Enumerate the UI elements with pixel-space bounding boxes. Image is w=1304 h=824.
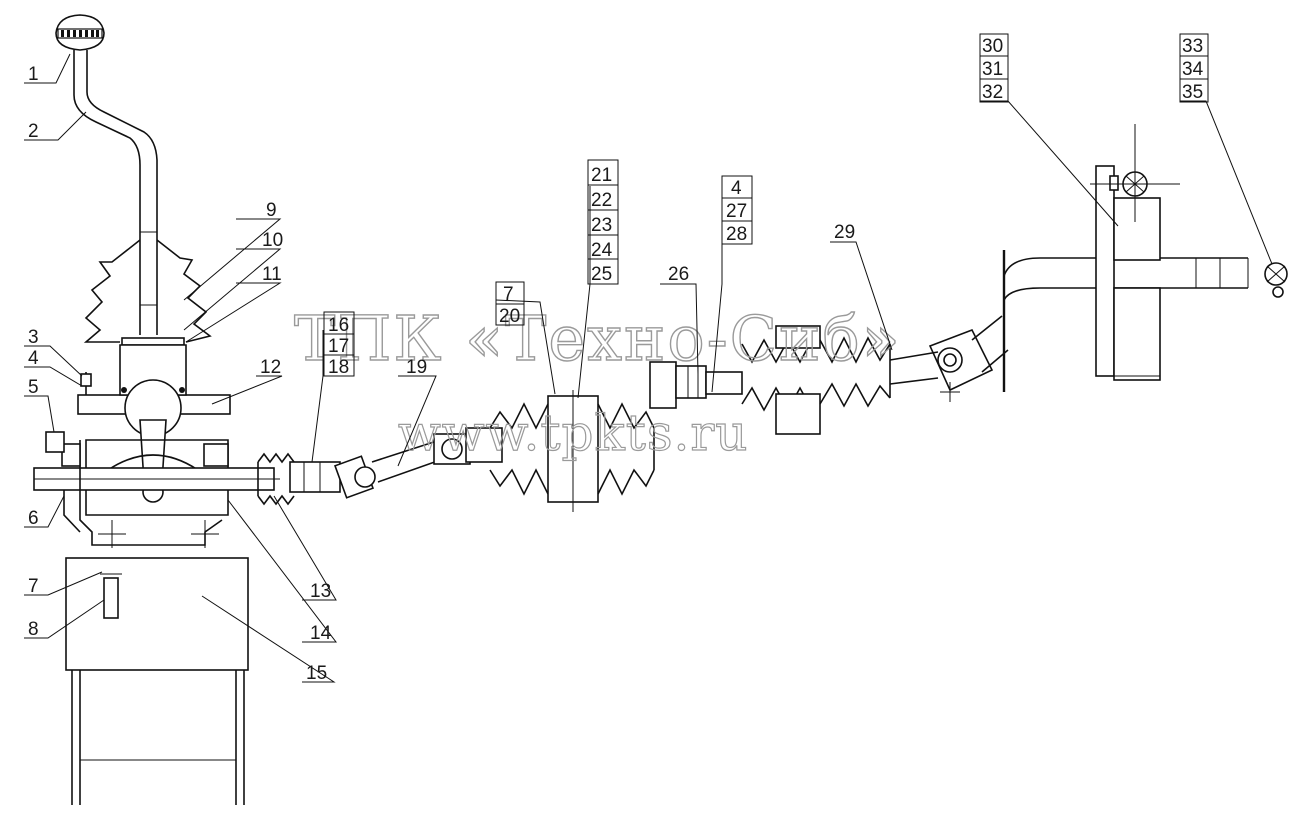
callout-21: 21 bbox=[591, 165, 612, 186]
rubber-boot bbox=[83, 239, 212, 346]
shift-knob bbox=[55, 14, 105, 51]
output-shaft bbox=[1003, 257, 1249, 301]
shift-shaft-housing bbox=[33, 431, 280, 548]
callout-16: 16 bbox=[328, 315, 349, 336]
right-bellows bbox=[741, 325, 939, 435]
right-bracket bbox=[1090, 124, 1180, 381]
callout-24: 24 bbox=[591, 240, 613, 261]
callout-7b: 7 bbox=[503, 284, 514, 305]
shift-lever bbox=[73, 50, 158, 335]
callout-26: 26 bbox=[668, 264, 689, 285]
callout-7: 7 bbox=[28, 576, 39, 597]
middle-bellows bbox=[489, 390, 655, 512]
callout-18: 18 bbox=[328, 357, 349, 378]
right-universal-joint bbox=[928, 315, 1009, 402]
lever-housing bbox=[77, 344, 231, 503]
callout-9: 9 bbox=[266, 200, 277, 221]
callout-5: 5 bbox=[28, 377, 39, 398]
callout-4b: 4 bbox=[731, 178, 742, 199]
callout-30: 30 bbox=[982, 36, 1003, 57]
watermark-url: www.tpkts.ru bbox=[398, 404, 749, 462]
shaft-bellows bbox=[257, 452, 341, 506]
callout-22: 22 bbox=[591, 190, 612, 211]
coupling bbox=[649, 361, 743, 409]
callout-frames bbox=[323, 33, 1209, 377]
callout-23: 23 bbox=[591, 215, 612, 236]
callout-8: 8 bbox=[28, 619, 39, 640]
callout-29: 29 bbox=[834, 222, 855, 243]
callout-17: 17 bbox=[328, 336, 349, 357]
callout-12: 12 bbox=[260, 357, 281, 378]
callout-28: 28 bbox=[726, 224, 747, 245]
callout-27: 27 bbox=[726, 201, 747, 222]
callout-14: 14 bbox=[310, 623, 332, 644]
callout-13: 13 bbox=[310, 581, 331, 602]
mounting-stand bbox=[65, 557, 249, 805]
callout-31: 31 bbox=[982, 59, 1003, 80]
callout-19: 19 bbox=[406, 357, 427, 378]
callout-35: 35 bbox=[1182, 82, 1203, 103]
callout-20: 20 bbox=[499, 306, 520, 327]
watermark-company: ТПК «Техно-Сиб» bbox=[294, 302, 902, 375]
callout-1: 1 bbox=[28, 64, 39, 85]
callout-6: 6 bbox=[28, 508, 39, 529]
cardan-shaft bbox=[334, 427, 503, 499]
callout-33: 33 bbox=[1182, 36, 1203, 57]
locking-nut bbox=[1264, 262, 1288, 298]
callout-10: 10 bbox=[262, 230, 283, 251]
callout-3: 3 bbox=[28, 327, 39, 348]
callout-2: 2 bbox=[28, 121, 39, 142]
callout-34: 34 bbox=[1182, 59, 1204, 80]
callout-4: 4 bbox=[28, 348, 39, 369]
callout-32: 32 bbox=[982, 82, 1003, 103]
callout-15: 15 bbox=[306, 663, 327, 684]
callout-11: 11 bbox=[262, 264, 282, 285]
callout-25: 25 bbox=[591, 264, 612, 285]
